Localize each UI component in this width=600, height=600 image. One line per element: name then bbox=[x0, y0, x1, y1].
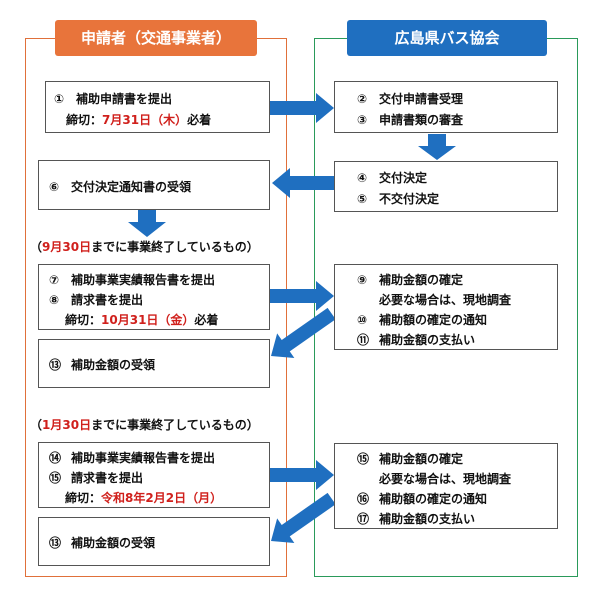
step-label: 補助金額の受領 bbox=[71, 536, 156, 550]
arrow-right-2 bbox=[270, 281, 334, 311]
period-note-2: （1月30日までに事業終了しているもの） bbox=[30, 416, 259, 433]
step-number: ③ bbox=[357, 113, 368, 127]
step-6-box: ⑥ 交付決定通知書の受領 bbox=[38, 160, 270, 210]
step-label: 補助金額の支払い bbox=[379, 333, 476, 347]
step-label: 補助申請書を提出 bbox=[76, 92, 173, 106]
step-number: ⑯ bbox=[357, 492, 370, 506]
step-number: ② bbox=[357, 92, 368, 106]
step-sublabel: 必要な場合は、現地調査 bbox=[379, 293, 512, 307]
step-number: ⑰ bbox=[357, 512, 370, 526]
note-open: （ bbox=[30, 418, 43, 432]
step-9-11-box: ⑨ 補助金額の確定 必要な場合は、現地調査 ⑩ 補助額の確定の通知 ⑪ 補助金額の支払… bbox=[334, 264, 558, 350]
step-15-17-box: ⑮ 補助金額の確定 必要な場合は、現地調査 ⑯ 補助額の確定の通知 ⑰ 補助金額の支払… bbox=[334, 443, 558, 529]
step-label: 補助額の確定の通知 bbox=[379, 492, 488, 506]
arrow-left-1 bbox=[272, 168, 336, 198]
step-number: ① bbox=[54, 92, 65, 106]
step-number: ⑦ bbox=[49, 273, 60, 287]
step-number: ⑬ bbox=[49, 358, 62, 372]
note-date: 9月30日 bbox=[42, 240, 92, 254]
step-number: ⑥ bbox=[49, 180, 60, 194]
step-label: 補助金額の確定 bbox=[379, 452, 464, 466]
note-open: （ bbox=[30, 240, 43, 254]
step-2-3-box: ② 交付申請書受理 ③ 申請書類の審査 bbox=[334, 81, 558, 133]
arrow-diag-1 bbox=[271, 307, 336, 358]
step-13-box-1: ⑬ 補助金額の受領 bbox=[38, 339, 270, 388]
step-label: 交付決定 bbox=[379, 171, 428, 185]
step-number: ⑤ bbox=[357, 192, 368, 206]
step-label: 申請書類の審査 bbox=[379, 113, 464, 127]
arrow-right-1 bbox=[270, 93, 334, 123]
association-header: 広島県バス協会 bbox=[347, 20, 547, 56]
deadline-suffix: 必着 bbox=[194, 313, 219, 327]
step-number: ⑬ bbox=[49, 536, 62, 550]
deadline-prefix: 締切： bbox=[66, 113, 103, 127]
deadline-prefix: 締切： bbox=[65, 491, 102, 505]
deadline-prefix: 締切： bbox=[65, 313, 102, 327]
period-note-1: （9月30日までに事業終了しているもの） bbox=[30, 238, 259, 255]
arrow-down-2 bbox=[128, 210, 166, 237]
step-label: 不交付決定 bbox=[379, 192, 440, 206]
step-14-15-box: ⑭ 補助事業実績報告書を提出 ⑮ 請求書を提出 締切：令和8年2月2日（月） bbox=[38, 442, 270, 508]
step-label: 補助事業実績報告書を提出 bbox=[71, 273, 216, 287]
step-number: ⑨ bbox=[357, 273, 368, 287]
step-label: 補助金額の支払い bbox=[379, 512, 476, 526]
step-label: 補助事業実績報告書を提出 bbox=[71, 451, 216, 465]
step-1-box: ① 補助申請書を提出 締切：7月31日（木）必着 bbox=[45, 81, 270, 133]
step-number: ⑮ bbox=[357, 452, 370, 466]
arrow-down-1 bbox=[418, 134, 456, 160]
step-label: 補助金額の確定 bbox=[379, 273, 464, 287]
arrow-diag-2 bbox=[271, 492, 336, 543]
note-date: 1月30日 bbox=[42, 418, 92, 432]
step-label: 交付決定通知書の受領 bbox=[71, 180, 192, 194]
step-label: 補助額の確定の通知 bbox=[379, 313, 488, 327]
step-number: ④ bbox=[357, 171, 368, 185]
deadline-date: 7月31日（木） bbox=[102, 113, 188, 127]
applicant-header: 申請者（交通事業者） bbox=[55, 20, 257, 56]
step-number: ⑭ bbox=[49, 451, 62, 465]
step-sublabel: 必要な場合は、現地調査 bbox=[379, 472, 512, 486]
step-label: 補助金額の受領 bbox=[71, 358, 156, 372]
step-number: ⑧ bbox=[49, 293, 60, 307]
step-label: 請求書を提出 bbox=[71, 293, 144, 307]
step-label: 請求書を提出 bbox=[71, 471, 144, 485]
step-number: ⑪ bbox=[357, 333, 370, 347]
deadline-date: 10月31日（金） bbox=[101, 313, 195, 327]
note-rest: までに事業終了しているもの） bbox=[91, 240, 259, 254]
step-number: ⑮ bbox=[49, 471, 62, 485]
step-label: 交付申請書受理 bbox=[379, 92, 464, 106]
arrow-right-3 bbox=[270, 460, 334, 490]
deadline-date: 令和8年2月2日（月） bbox=[101, 491, 223, 505]
deadline-suffix: 必着 bbox=[187, 113, 212, 127]
note-rest: までに事業終了しているもの） bbox=[91, 418, 259, 432]
step-4-5-box: ④ 交付決定 ⑤ 不交付決定 bbox=[334, 161, 558, 212]
step-13-box-2: ⑬ 補助金額の受領 bbox=[38, 517, 270, 566]
step-7-8-box: ⑦ 補助事業実績報告書を提出 ⑧ 請求書を提出 締切：10月31日（金）必着 bbox=[38, 264, 270, 330]
step-number: ⑩ bbox=[357, 313, 368, 327]
